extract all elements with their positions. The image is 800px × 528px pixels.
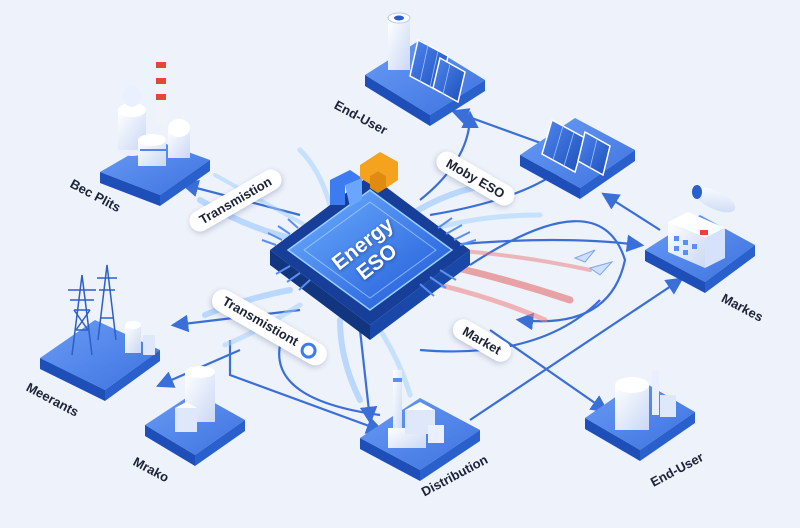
connector-to-enduser-bottom [489,329,609,413]
platform-solar-farm [520,118,635,199]
connector-chip-to-market [449,234,645,253]
platform-end-user-facility [585,370,695,461]
ring-icon [298,339,320,362]
connector-distribution-to-markes [469,277,684,421]
platform-market-building [645,185,755,293]
connector-chip-to-distribution [358,329,378,425]
connectors [155,108,684,434]
platform-power-plant [100,55,210,206]
connector-to-distribution [228,340,385,434]
connector-market-to-solar [601,192,661,231]
connector-loop-market [469,220,627,331]
connector-bottom-loop [419,299,601,353]
transmission-tower-icon [68,264,117,356]
platform-transmission-towers [40,264,160,401]
flow-bird-icon [573,249,614,276]
platform-distribution-plant [360,370,480,481]
central-chip [261,175,477,340]
eso-logo-icon [330,170,362,207]
orange-logo-icon [360,152,398,193]
platform-end-user-solar [365,12,485,126]
market-flow-red-2 [437,282,548,323]
market-flow-red [441,261,574,304]
connector-loop-distribution [278,344,381,417]
platform-mrako-station [145,366,245,466]
market-flow-red-3 [448,248,592,272]
